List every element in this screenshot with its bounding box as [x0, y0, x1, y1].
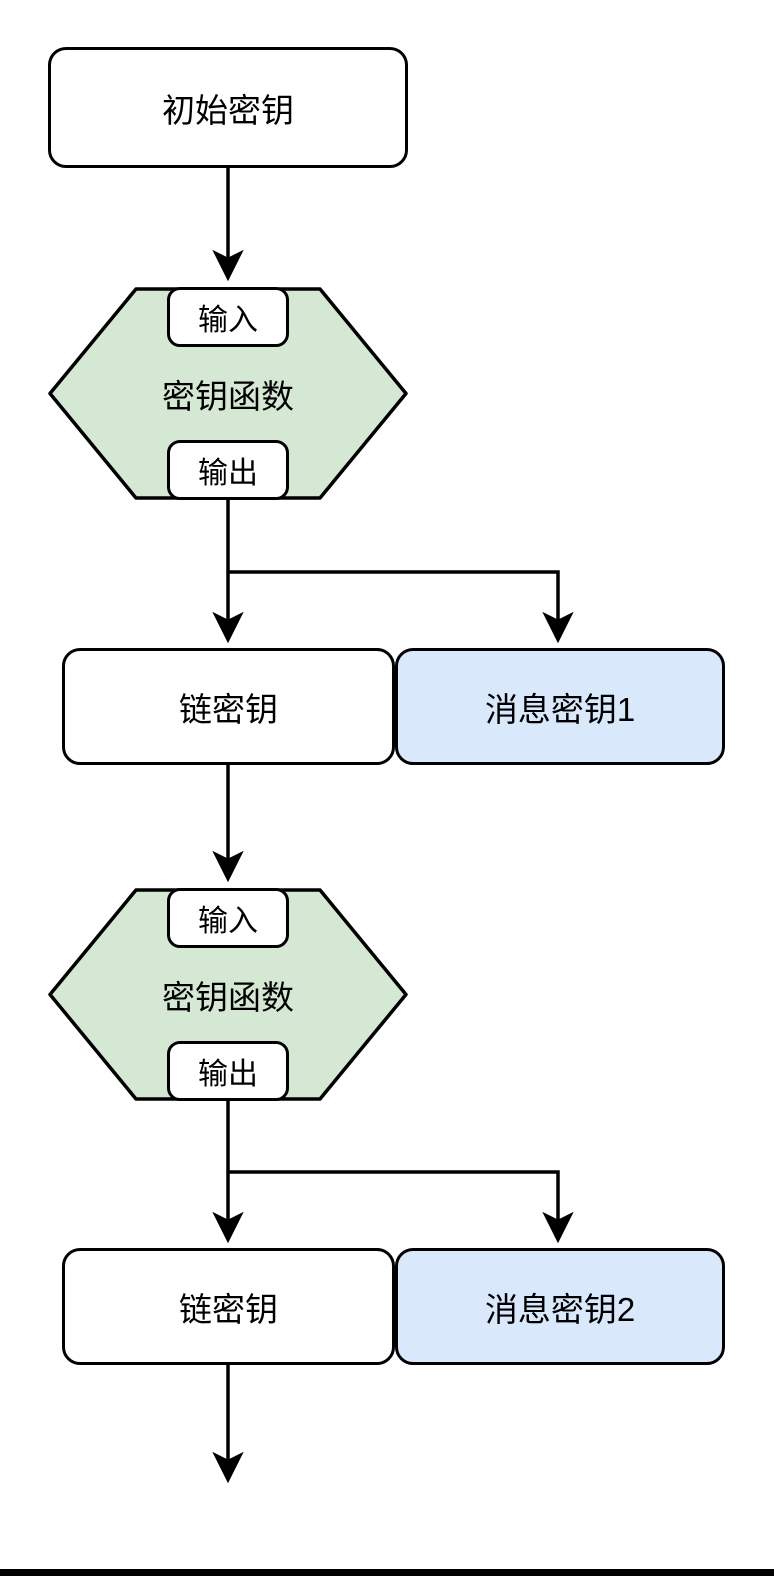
kdf-2-output-label: 输出 — [198, 1058, 258, 1091]
node-chain-key-1-label: 链密钥 — [179, 690, 278, 728]
kdf-1-output-port: 输出 — [167, 440, 289, 500]
kdf-1-input-label: 输入 — [198, 304, 258, 337]
node-chain-key-2: 链密钥 — [62, 1248, 395, 1365]
kdf-1-input-port: 输入 — [167, 287, 289, 347]
node-message-key-1: 消息密钥1 — [395, 648, 725, 765]
bottom-edge-bar — [0, 1569, 774, 1576]
node-kdf-1: 输入 密钥函数 输出 — [48, 287, 408, 500]
kdf-2-input-label: 输入 — [198, 905, 258, 938]
node-message-key-2-label: 消息密钥2 — [484, 1290, 636, 1328]
node-chain-key-2-label: 链密钥 — [179, 1290, 278, 1328]
node-message-key-2: 消息密钥2 — [395, 1248, 725, 1365]
node-initial-key: 初始密钥 — [48, 47, 408, 168]
kdf-2-output-port: 输出 — [167, 1041, 289, 1101]
node-initial-key-label: 初始密钥 — [162, 91, 294, 129]
node-message-key-1-label: 消息密钥1 — [484, 690, 636, 728]
hexagon-shape — [48, 888, 408, 1101]
kdf-2-label: 密钥函数 — [162, 978, 294, 1016]
node-kdf-2: 输入 密钥函数 输出 — [48, 888, 408, 1101]
kdf-2-input-port: 输入 — [167, 888, 289, 948]
kdf-1-label: 密钥函数 — [162, 377, 294, 415]
hexagon-shape — [48, 287, 408, 500]
node-chain-key-1: 链密钥 — [62, 648, 395, 765]
kdf-1-output-label: 输出 — [198, 457, 258, 490]
